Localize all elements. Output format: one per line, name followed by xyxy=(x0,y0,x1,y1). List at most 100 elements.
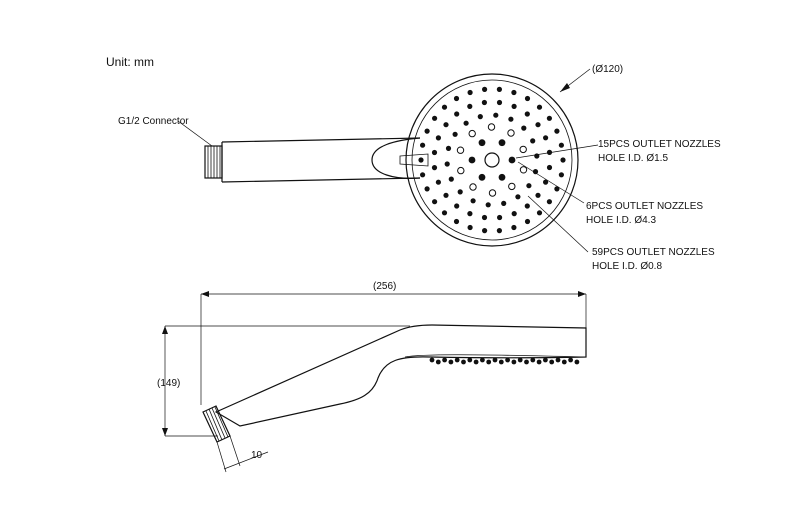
nozzle-ring xyxy=(508,182,516,191)
side-nozzle-bump xyxy=(492,357,498,363)
nozzles-small-group xyxy=(418,86,566,234)
nozzle-small xyxy=(444,161,450,167)
nozzle-small xyxy=(481,99,487,106)
nozzle-ring xyxy=(519,145,527,154)
side-nozzle-bump xyxy=(549,359,555,365)
nozzle-small xyxy=(521,125,527,131)
side-nozzle-bump xyxy=(435,359,441,365)
nozzle-small xyxy=(420,172,426,178)
top-view xyxy=(204,73,579,247)
nozzles-large-group xyxy=(468,139,516,181)
nozzle-small xyxy=(496,228,502,234)
side-nozzle-bumps xyxy=(429,357,580,365)
side-view: (256) (149) 10 xyxy=(157,281,587,473)
nozzle-small xyxy=(477,114,483,120)
nozzle-small xyxy=(515,194,521,200)
height-label: (149) xyxy=(157,378,180,389)
side-nozzle-bump xyxy=(473,359,479,365)
side-nozzle-bump xyxy=(505,357,510,363)
nozzle-small xyxy=(496,99,503,106)
nozzle-small xyxy=(448,176,454,182)
nozzle-small xyxy=(546,199,553,205)
nozzle-small xyxy=(441,104,448,110)
neck-slot xyxy=(399,153,429,167)
side-nozzle-bump xyxy=(561,359,567,365)
thread-dimension: 10 xyxy=(216,435,269,473)
nozzle-small xyxy=(482,228,488,234)
head-outer-ring xyxy=(405,73,579,247)
side-nozzle-bump xyxy=(486,359,492,365)
nozzle-large xyxy=(508,156,516,164)
side-nozzle-bump xyxy=(467,357,473,363)
nozzle-small xyxy=(432,199,438,205)
nozzle-small xyxy=(524,111,530,117)
side-nozzle-bump xyxy=(429,357,435,363)
nozzle-small xyxy=(554,128,560,134)
nozzle-ring xyxy=(468,129,476,138)
side-nozzle-bump xyxy=(574,359,580,365)
nozzle-small xyxy=(453,95,460,102)
nozzle-small xyxy=(467,211,473,217)
nozzle-small xyxy=(432,115,438,121)
diameter-callout: (Ø120) xyxy=(559,64,623,93)
nozzle-15-label-2: HOLE I.D. Ø1.5 xyxy=(598,153,668,164)
side-connector-thread xyxy=(202,405,231,443)
nozzle-small xyxy=(558,172,565,178)
nozzles-ring-group xyxy=(456,123,528,197)
nozzle-small xyxy=(443,192,449,198)
nozzle-ring xyxy=(487,123,496,131)
nozzle-small xyxy=(470,198,476,204)
side-nozzle-bump xyxy=(517,357,523,363)
nozzle-small xyxy=(524,203,530,209)
nozzle-small xyxy=(431,165,438,171)
nozzle-small xyxy=(431,149,438,156)
side-nozzle-bump xyxy=(498,359,504,365)
handle-neck xyxy=(371,137,421,179)
nozzle-ring xyxy=(456,146,465,154)
nozzle-small xyxy=(535,192,541,198)
nozzle-59-callout: 59PCS OUTLET NOZZLES HOLE I.D. Ø0.8 xyxy=(527,195,715,272)
nozzle-small xyxy=(511,89,517,96)
side-nozzle-bump xyxy=(511,359,517,365)
nozzle-small xyxy=(435,179,441,185)
nozzle-small xyxy=(532,169,539,175)
length-label: (256) xyxy=(373,281,396,292)
nozzle-small xyxy=(558,142,565,148)
nozzle-small xyxy=(435,135,441,141)
side-body-outline xyxy=(214,324,587,427)
nozzle-small xyxy=(497,214,503,221)
side-nozzle-bump xyxy=(568,357,573,363)
nozzle-small xyxy=(501,200,507,206)
nozzle-small xyxy=(454,203,460,209)
nozzle-ring xyxy=(488,189,497,197)
nozzle-small xyxy=(496,86,502,92)
nozzle-6-label-1: 6PCS OUTLET NOZZLES xyxy=(586,201,703,212)
nozzle-large xyxy=(498,173,506,181)
nozzle-small xyxy=(511,103,517,109)
side-nozzle-bump xyxy=(442,357,447,363)
nozzle-small xyxy=(511,224,517,231)
nozzle-ring xyxy=(457,166,465,175)
side-nozzle-bump xyxy=(530,357,536,363)
side-nozzle-bump xyxy=(536,359,542,365)
nozzle-small xyxy=(452,131,458,137)
nozzle-small xyxy=(445,145,452,151)
nozzle-small xyxy=(536,210,543,216)
side-nozzle-bump xyxy=(448,359,454,365)
connector-label: G1/2 Connector xyxy=(118,116,189,127)
nozzle-small xyxy=(453,218,460,225)
side-nozzle-bump xyxy=(555,357,561,363)
connector-thread xyxy=(204,145,223,179)
nozzle-small xyxy=(463,120,469,126)
side-nozzle-bump xyxy=(543,357,548,363)
side-nozzle-bump xyxy=(524,359,529,365)
nozzle-small xyxy=(420,142,426,148)
nozzle-15-label-1: 15PCS OUTLET NOZZLES xyxy=(598,139,721,150)
nozzle-small xyxy=(485,202,491,208)
nozzle-small xyxy=(543,179,549,185)
nozzle-small xyxy=(511,211,517,217)
nozzle-large xyxy=(478,173,486,181)
nozzle-small xyxy=(536,104,543,110)
diameter-arrowhead xyxy=(560,83,570,92)
unit-label: Unit: mm xyxy=(106,55,154,69)
